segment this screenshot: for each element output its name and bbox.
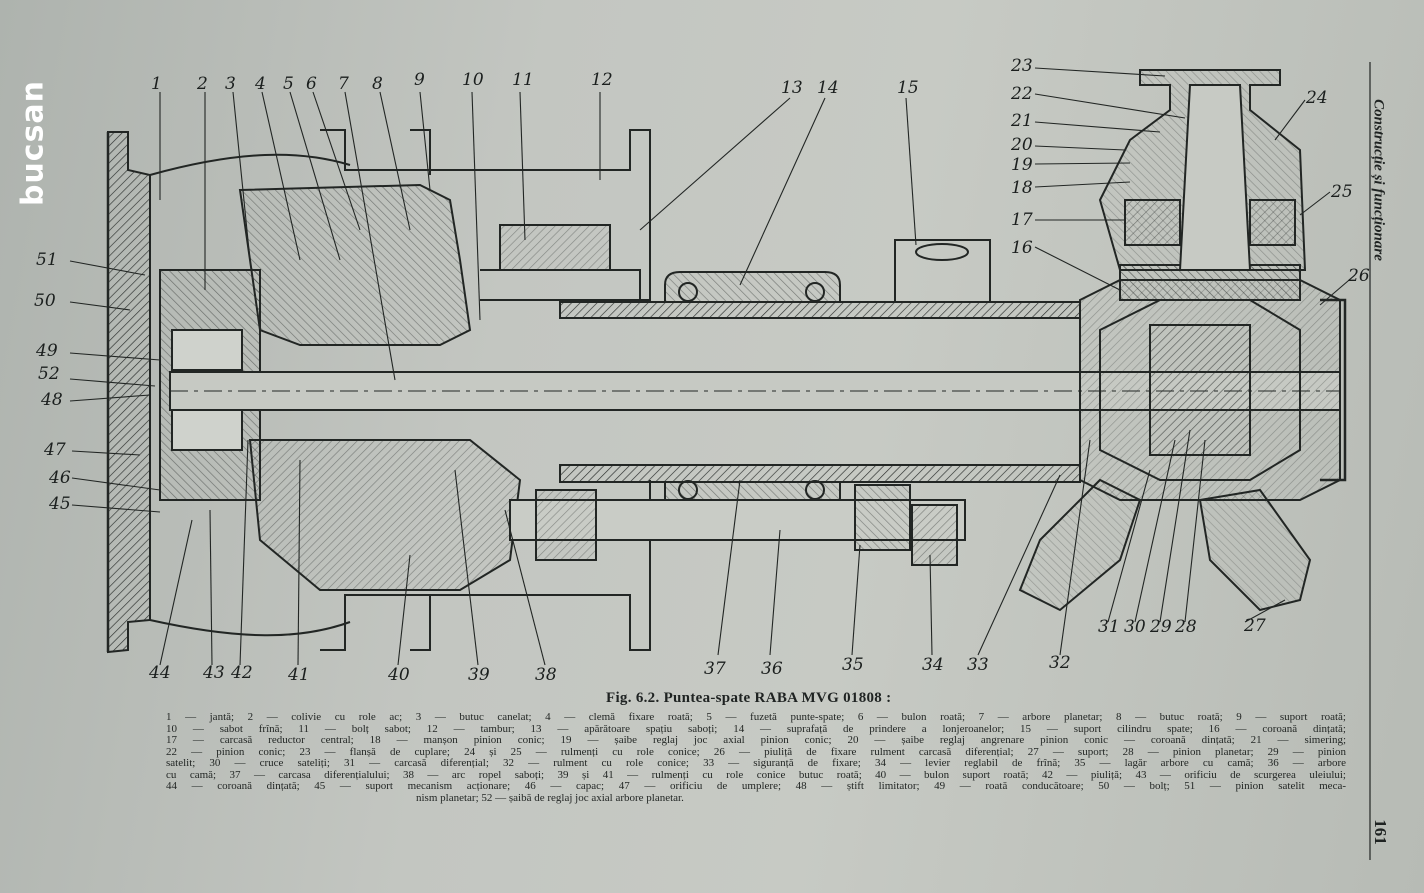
callout-29: 29 (1150, 617, 1172, 637)
legend-line: satelit; 30 — cruce sateliți; 31 — carca… (166, 758, 1346, 769)
callout-47: 47 (44, 440, 66, 460)
callout-26: 26 (1348, 266, 1370, 286)
callout-10: 10 (462, 70, 484, 90)
callout-42: 42 (231, 663, 253, 683)
callout-2: 2 (197, 74, 208, 94)
callout-27: 27 (1244, 616, 1266, 636)
callout-3: 3 (225, 74, 236, 94)
callout-48: 48 (41, 390, 63, 410)
callout-31: 31 (1098, 617, 1120, 637)
callout-19: 19 (1011, 155, 1033, 175)
callout-50: 50 (34, 291, 56, 311)
callout-45: 45 (49, 494, 71, 514)
legend-line: 22 — pinion conic; 23 — flanșă de cuplar… (166, 746, 1346, 758)
callout-6: 6 (306, 74, 317, 94)
callout-33: 33 (967, 655, 989, 675)
callout-43: 43 (203, 663, 225, 683)
lower-mount-right (1198, 488, 1312, 612)
callout-22: 22 (1011, 84, 1033, 104)
callout-21: 21 (1011, 111, 1033, 131)
callout-16: 16 (1011, 238, 1033, 258)
callout-24: 24 (1306, 88, 1328, 108)
callout-37: 37 (704, 659, 726, 679)
lower-hub-housing (248, 439, 522, 591)
legend-line: 44 — coroană dințată; 45 — suport mecani… (166, 781, 1346, 792)
callout-20: 20 (1011, 135, 1033, 155)
wheel-rim (107, 131, 151, 654)
pinion-shaft (1178, 84, 1252, 271)
callout-49: 49 (36, 341, 58, 361)
callout-12: 12 (591, 70, 613, 90)
callout-30: 30 (1124, 617, 1146, 637)
cylinder-support (894, 239, 991, 302)
spring-seat-upper (664, 271, 841, 302)
differential-satellites (1149, 324, 1251, 456)
callout-41: 41 (288, 665, 310, 685)
callout-17: 17 (1011, 210, 1033, 230)
callout-7: 7 (338, 74, 349, 94)
brake-drum-lower (320, 480, 651, 651)
callout-44: 44 (149, 663, 171, 683)
legend-line: cu camă; 37 — carcasa diferențialului; 3… (166, 769, 1346, 781)
callout-5: 5 (283, 74, 294, 94)
figure-title: Fig. 6.2. Puntea-spate RABA MVG 01808 : (606, 690, 892, 706)
legend-line: 10 — sabot frînă; 11 — bolț sabot; 12 — … (166, 723, 1346, 735)
callout-36: 36 (761, 659, 783, 679)
callout-51: 51 (36, 250, 58, 270)
cam-shaft (509, 499, 966, 541)
callout-40: 40 (388, 665, 410, 685)
axle-tube (559, 301, 1081, 319)
callout-9: 9 (414, 70, 425, 90)
callout-38: 38 (535, 665, 557, 685)
callout-35: 35 (842, 655, 864, 675)
callout-25: 25 (1331, 182, 1353, 202)
figure-legend: 1 — jantă; 2 — colivie cu role ac; 3 — b… (166, 712, 1346, 804)
legend-line: nism planetar; 52 — șaibă de reglaj joc … (416, 792, 684, 804)
legend-line: 17 — carcasă reductor central; 18 — manș… (166, 735, 1346, 746)
callout-39: 39 (468, 665, 490, 685)
callout-23: 23 (1011, 56, 1033, 76)
upper-hub-housing (238, 183, 472, 346)
callout-11: 11 (512, 70, 534, 90)
callout-34: 34 (922, 655, 944, 675)
side-running-title: Construcție și funcționare (1370, 99, 1387, 261)
callout-46: 46 (49, 468, 71, 488)
brake-shoe-pin (499, 224, 611, 271)
legend-line: 1 — jantă; 2 — colivie cu role ac; 3 — b… (166, 712, 1346, 723)
page-number: 161 (1371, 819, 1390, 845)
callout-1: 1 (151, 74, 162, 94)
callout-14: 14 (817, 78, 839, 98)
callout-52: 52 (38, 364, 60, 384)
brake-drum-upper (320, 129, 651, 301)
callout-15: 15 (897, 78, 919, 98)
callout-18: 18 (1011, 178, 1033, 198)
callout-4: 4 (255, 74, 266, 94)
callout-28: 28 (1175, 617, 1197, 637)
callout-13: 13 (781, 78, 803, 98)
lower-mount-left (1018, 478, 1142, 612)
callout-8: 8 (372, 74, 383, 94)
callout-32: 32 (1049, 653, 1071, 673)
